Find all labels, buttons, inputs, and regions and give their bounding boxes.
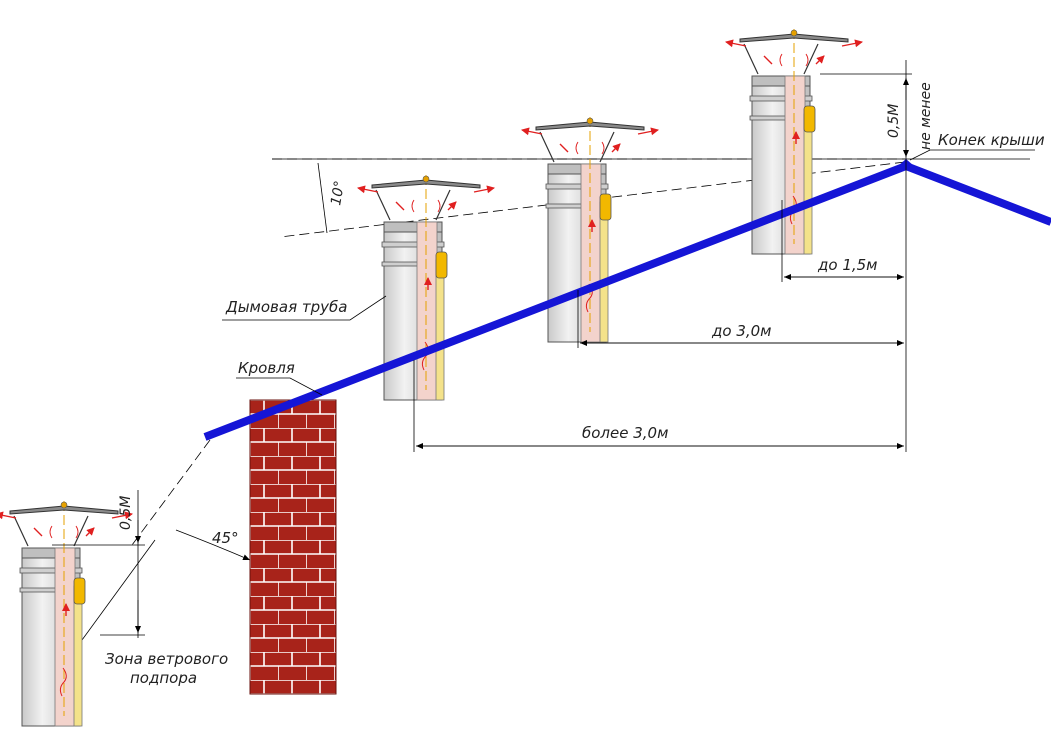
chimney-1-5m [726, 29, 862, 254]
chimney-low [0, 501, 132, 726]
chimney-label: Дымовая труба [225, 298, 347, 316]
brick-wall [249, 399, 337, 695]
forty-five-degree-line [131, 439, 211, 546]
wind-zone-label-2: подпора [130, 669, 197, 687]
ridge-label: Конек крыши [938, 131, 1045, 149]
roofing-label: Кровля [238, 359, 295, 377]
not-less-label: не менее [918, 82, 934, 150]
distance-over-3m-label: более 3,0м [582, 424, 668, 442]
distance-3m-label: до 3,0м [711, 322, 772, 340]
low-chimney-height-label: 0,5М [118, 496, 134, 530]
angle-45-label: 45° [212, 529, 239, 547]
wind-zone-label-1: Зона ветрового [105, 650, 228, 668]
angle-10-label: 10° [328, 179, 348, 206]
distance-1-5m-label: до 1,5м [817, 256, 878, 274]
min-height-label: 0,5М [886, 104, 902, 138]
